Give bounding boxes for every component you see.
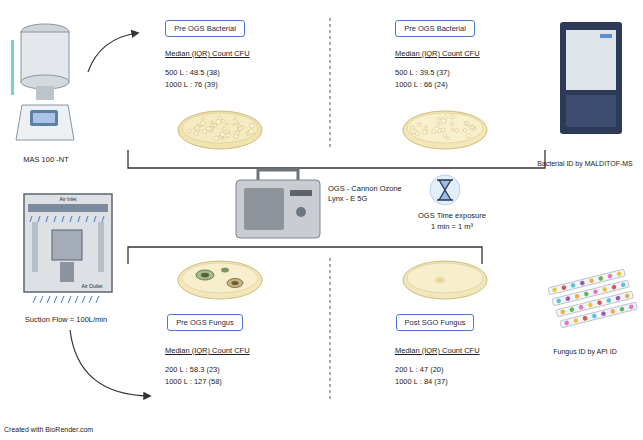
airflow-marks xyxy=(30,216,104,303)
device-label: MAS 100 -NT xyxy=(23,155,68,164)
device-label: OGS Time exposure xyxy=(418,211,486,220)
watermark: Created with BioRender.com xyxy=(4,426,93,434)
box-heading: Post SGO Fungus xyxy=(405,318,466,327)
stat-value: 1000 L : 127 (58) xyxy=(165,377,222,386)
header-box: Pre OGS Bacterial xyxy=(395,20,475,37)
petri-dishes xyxy=(178,111,487,299)
header-box: Pre OGS Bacterial xyxy=(165,20,245,37)
device-label: OGS - Cannon Ozone xyxy=(328,184,402,193)
stat-value: 200 L : 47 (20) xyxy=(395,365,444,374)
stat-heading: Median (IQR) Count CFU xyxy=(165,346,250,355)
hourglass-icon xyxy=(430,175,460,205)
box-heading: Pre OGS Bacterial xyxy=(404,24,466,33)
stat-value: 1000 L : 66 (24) xyxy=(395,80,448,89)
test-chamber xyxy=(24,194,112,292)
device-label: Suction Flow = 100L/min xyxy=(25,315,107,324)
api-strips xyxy=(548,269,637,328)
ozone-generator xyxy=(236,170,320,238)
dashed-divider xyxy=(330,258,331,402)
header-box: Pre OGS Fungus xyxy=(167,314,243,331)
stat-value: 500 L : 39.5 (37) xyxy=(395,68,450,77)
stat-heading: Median (IQR) Count CFU xyxy=(165,49,250,58)
device-label: 1 min = 1 m³ xyxy=(431,222,473,231)
dashed-divider xyxy=(330,18,331,150)
box-heading: Pre OGS Fungus xyxy=(176,318,234,327)
box-heading: Pre OGS Bacterial xyxy=(174,24,236,33)
maldi-instrument xyxy=(560,22,622,134)
part-label: Air Outlet xyxy=(82,283,103,289)
air-sampler xyxy=(11,24,74,140)
device-label: Bacterial ID by MALDITOF-MS xyxy=(537,160,633,168)
stat-value: 500 L : 48.5 (38) xyxy=(165,68,220,77)
stat-heading: Median (IQR) Count CFU xyxy=(395,346,480,355)
flow-arrow xyxy=(88,33,138,72)
part-label: Air Inlet xyxy=(60,196,77,202)
device-label: Lynx - E 5G xyxy=(328,194,367,203)
device-label: Fungus ID by API ID xyxy=(553,348,616,356)
bracket xyxy=(128,150,545,168)
stat-value: 200 L : 58.3 (23) xyxy=(165,365,220,374)
bracket xyxy=(128,247,482,264)
stat-heading: Median (IQR) Count CFU xyxy=(395,49,480,58)
header-box: Post SGO Fungus xyxy=(396,314,475,331)
flow-arrow xyxy=(70,330,150,396)
stat-value: 1000 L : 84 (37) xyxy=(395,377,448,386)
stat-value: 1000 L : 76 (39) xyxy=(165,80,218,89)
